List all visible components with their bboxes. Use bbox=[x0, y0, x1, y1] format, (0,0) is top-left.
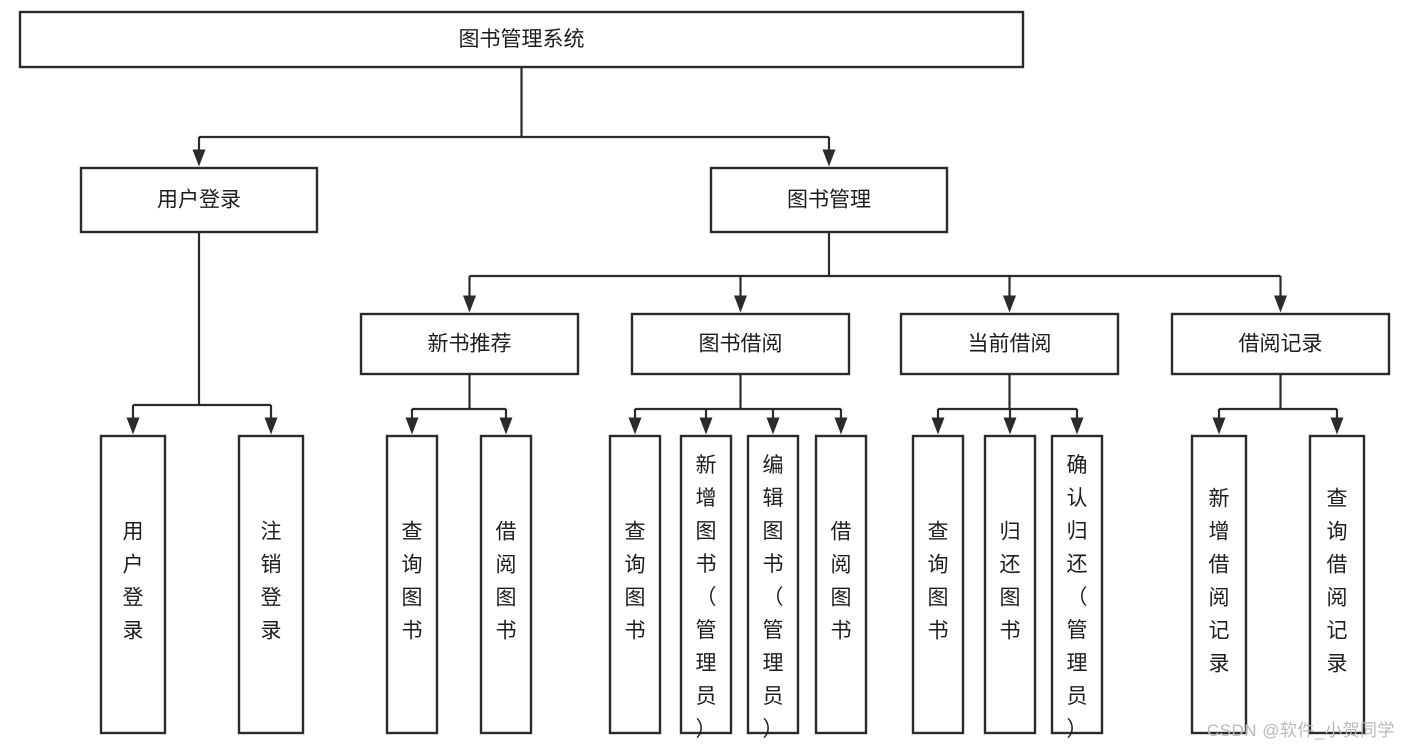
node-label-book-manage: 图书管理 bbox=[787, 189, 871, 212]
arrow-head-icon bbox=[192, 149, 206, 167]
node-box-current-borrow bbox=[899, 312, 1120, 376]
node-root[interactable]: 图书管理系统 bbox=[18, 10, 1025, 69]
node-box-leaf-borrow-book-2 bbox=[814, 434, 868, 735]
arrow-head-icon bbox=[1070, 417, 1084, 435]
node-label-leaf-confirm-return: 确认归还（管理员） bbox=[1067, 454, 1088, 741]
node-box-leaf-query-book-2 bbox=[608, 434, 662, 735]
node-label-user-login: 用户登录 bbox=[157, 189, 241, 212]
node-box-leaf-query-book-3 bbox=[911, 434, 965, 735]
node-leaf-query-book-3[interactable]: 查询图书 bbox=[911, 434, 965, 735]
node-label-new-book-rec: 新书推荐 bbox=[428, 333, 512, 356]
node-leaf-user-login[interactable]: 用户登录 bbox=[99, 434, 167, 735]
node-box-leaf-user-login bbox=[99, 434, 167, 735]
node-leaf-confirm-return[interactable]: 确认归还（管理员） bbox=[1050, 434, 1104, 741]
node-leaf-add-book[interactable]: 新增图书（管理员） bbox=[679, 434, 733, 741]
arrow-head-icon bbox=[699, 417, 713, 435]
node-label-leaf-edit-book: 编辑图书（管理员） bbox=[763, 454, 784, 741]
node-box-new-book-rec bbox=[359, 312, 580, 376]
node-label-leaf-query-book-2: 查询图书 bbox=[625, 521, 646, 643]
nodes-layer: 图书管理系统用户登录图书管理新书推荐图书借阅当前借阅借阅记录用户登录注销登录查询… bbox=[18, 10, 1391, 741]
node-label-borrow-record: 借阅记录 bbox=[1239, 333, 1323, 356]
node-label-leaf-query-record: 查询借阅记录 bbox=[1327, 488, 1348, 676]
connectors-layer bbox=[126, 67, 1344, 435]
node-box-user-login bbox=[79, 166, 319, 234]
arrow-head-icon bbox=[405, 417, 419, 435]
arrow-head-icon bbox=[1212, 417, 1226, 435]
node-box-leaf-confirm-return bbox=[1050, 434, 1104, 735]
node-box-leaf-query-record bbox=[1308, 434, 1366, 735]
node-book-borrow[interactable]: 图书借阅 bbox=[630, 312, 851, 376]
node-leaf-user-logout[interactable]: 注销登录 bbox=[237, 434, 305, 735]
node-label-leaf-add-book: 新增图书（管理员） bbox=[696, 454, 717, 741]
arrow-head-icon bbox=[628, 417, 642, 435]
node-current-borrow[interactable]: 当前借阅 bbox=[899, 312, 1120, 376]
node-leaf-add-record[interactable]: 新增借阅记录 bbox=[1190, 434, 1248, 735]
node-box-leaf-add-book bbox=[679, 434, 733, 735]
node-label-current-borrow: 当前借阅 bbox=[968, 333, 1052, 356]
node-new-book-rec[interactable]: 新书推荐 bbox=[359, 312, 580, 376]
node-label-leaf-user-logout: 注销登录 bbox=[261, 521, 282, 643]
arrow-head-icon bbox=[1330, 417, 1344, 435]
node-box-leaf-edit-book bbox=[746, 434, 800, 735]
node-box-borrow-record bbox=[1170, 312, 1391, 376]
arrow-head-icon bbox=[1003, 295, 1016, 313]
arrow-head-icon bbox=[766, 417, 780, 435]
node-box-book-borrow bbox=[630, 312, 851, 376]
node-label-leaf-return-book: 归还图书 bbox=[1000, 521, 1021, 643]
arrow-head-icon bbox=[499, 417, 513, 435]
arrow-head-icon bbox=[463, 295, 476, 313]
node-label-leaf-add-record: 新增借阅记录 bbox=[1209, 488, 1230, 676]
node-leaf-query-book-1[interactable]: 查询图书 bbox=[385, 434, 439, 735]
node-user-login[interactable]: 用户登录 bbox=[79, 166, 319, 234]
arrow-head-icon bbox=[734, 295, 747, 313]
node-leaf-query-record[interactable]: 查询借阅记录 bbox=[1308, 434, 1366, 735]
arrow-head-icon bbox=[822, 149, 836, 167]
node-leaf-edit-book[interactable]: 编辑图书（管理员） bbox=[746, 434, 800, 741]
node-label-leaf-user-login: 用户登录 bbox=[123, 521, 144, 643]
node-box-leaf-query-book-1 bbox=[385, 434, 439, 735]
node-leaf-query-book-2[interactable]: 查询图书 bbox=[608, 434, 662, 735]
node-borrow-record[interactable]: 借阅记录 bbox=[1170, 312, 1391, 376]
node-label-leaf-query-book-1: 查询图书 bbox=[402, 521, 423, 643]
arrow-head-icon bbox=[264, 417, 278, 435]
arrow-head-icon bbox=[1274, 295, 1287, 313]
node-box-leaf-borrow-book-1 bbox=[479, 434, 533, 735]
node-book-manage[interactable]: 图书管理 bbox=[709, 166, 949, 234]
node-label-leaf-borrow-book-2: 借阅图书 bbox=[831, 521, 852, 643]
node-leaf-borrow-book-2[interactable]: 借阅图书 bbox=[814, 434, 868, 735]
node-box-book-manage bbox=[709, 166, 949, 234]
node-label-leaf-query-book-3: 查询图书 bbox=[928, 521, 949, 643]
node-leaf-return-book[interactable]: 归还图书 bbox=[983, 434, 1037, 735]
arrow-head-icon bbox=[834, 417, 848, 435]
node-box-leaf-user-logout bbox=[237, 434, 305, 735]
node-label-book-borrow: 图书借阅 bbox=[699, 333, 783, 356]
arrow-head-icon bbox=[126, 417, 140, 435]
node-box-leaf-return-book bbox=[983, 434, 1037, 735]
node-label-root: 图书管理系统 bbox=[459, 28, 585, 51]
arrow-head-icon bbox=[931, 417, 945, 435]
node-label-leaf-borrow-book-1: 借阅图书 bbox=[496, 521, 517, 643]
node-leaf-borrow-book-1[interactable]: 借阅图书 bbox=[479, 434, 533, 735]
node-box-root bbox=[18, 10, 1025, 69]
arrow-head-icon bbox=[1003, 417, 1017, 435]
node-box-leaf-add-record bbox=[1190, 434, 1248, 735]
